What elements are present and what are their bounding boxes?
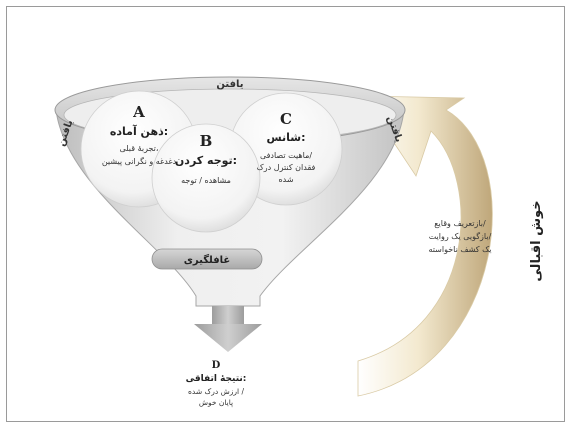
surprise-pill: غافلگیری (151, 248, 263, 270)
circle-c-letter: C (280, 110, 292, 128)
circle-a-line-2: دغدغه و نگرانی پیشین (102, 156, 177, 166)
arrow-line-1: بازتعریف وقایع/ (434, 219, 486, 228)
outcome-letter: D (212, 360, 221, 371)
circle-a-line-1: تجربۀ قبلی، (119, 144, 158, 153)
outcome-title: نتیجۀ اتفاقی: (186, 374, 247, 384)
circle-b-letter: B (200, 132, 213, 150)
outcome-line-1: ارزش درک شده / (188, 387, 244, 396)
outcome-line-2: پایان خوش (199, 398, 233, 407)
circle-c-line-3: شده (278, 175, 293, 184)
circle-b-line-1: مشاهده / توجه (181, 176, 231, 185)
surprise-label: غافلگیری (184, 253, 231, 266)
circle-b-title: توجه کردن: (175, 154, 237, 167)
curved-arrow (357, 95, 493, 397)
arrow-title: خوش اقبالی (529, 200, 544, 281)
circle-a-letter: A (132, 103, 145, 121)
circle-c-title: شانس: (266, 131, 305, 144)
rim-top-label: یافتن (216, 79, 243, 90)
circle-a-title: ذهن آماده: (110, 124, 168, 138)
arrow-line-3: یک کشف ناخواسته (428, 245, 491, 254)
arrow-line-2: بازگویی یک روایت/ (429, 231, 492, 241)
diagram-canvas: یافتن یافتن یافتن A ذهن آماده: تجربۀ قبل… (6, 6, 565, 422)
circle-c-line-1: ماهیت تصادفی/ (260, 151, 312, 160)
circle-b (151, 123, 261, 233)
down-arrow (194, 306, 262, 352)
circle-c-line-2: فقدان کنترل درک (257, 163, 316, 172)
